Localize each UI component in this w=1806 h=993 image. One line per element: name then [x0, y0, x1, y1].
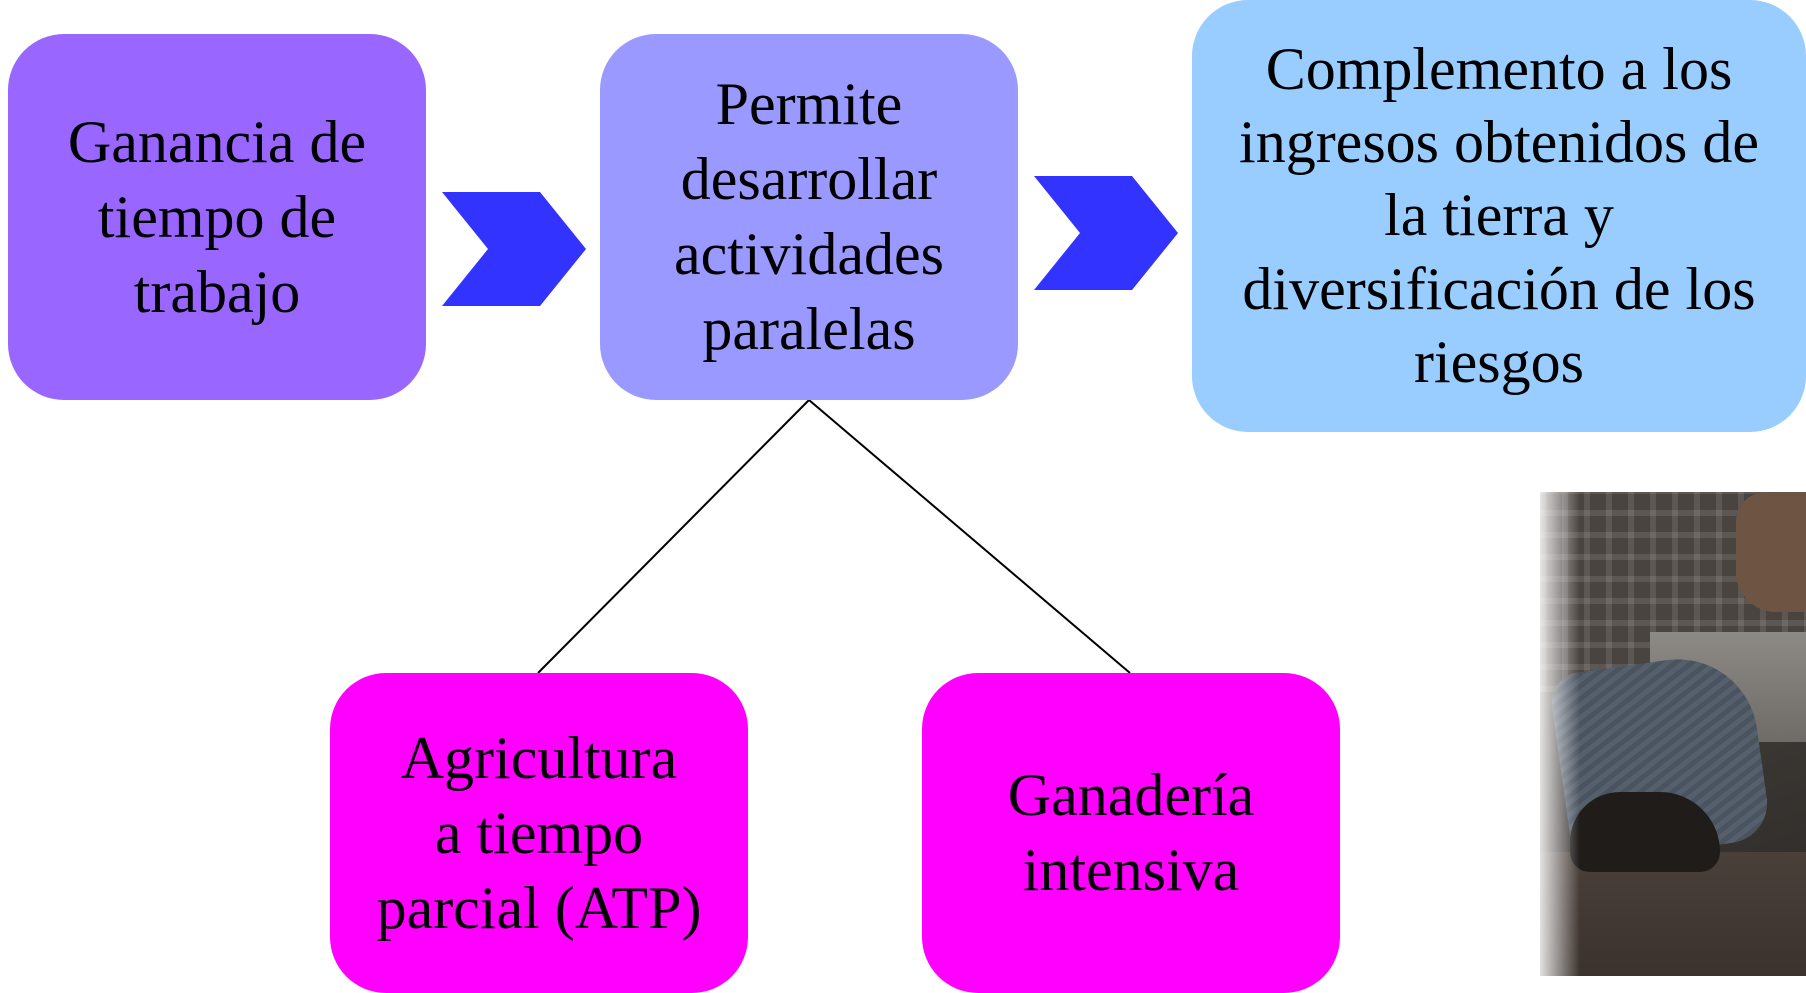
- box-permite-line: desarrollar: [680, 146, 938, 212]
- chevron-arrow-1-icon: [442, 192, 586, 306]
- box-ganaderia-line: intensiva: [1022, 837, 1240, 903]
- soil-ground: [1540, 852, 1806, 976]
- box-permite-text: Permite desarrollar actividades paralela…: [674, 67, 944, 367]
- box-agricultura-tiempo-parcial: Agricultura a tiempo parcial (ATP): [330, 673, 748, 993]
- box-ganancia-de-tiempo: Ganancia de tiempo de trabajo: [8, 34, 426, 400]
- box-complemento-line: la tierra y: [1384, 182, 1614, 249]
- box-permite-desarrollar: Permite desarrollar actividades paralela…: [600, 34, 1018, 400]
- box-ganaderia-intensiva: Ganadería intensiva: [922, 673, 1340, 993]
- connector-to-atp: [537, 399, 810, 674]
- box-ganancia-text: Ganancia de tiempo de trabajo: [68, 105, 366, 330]
- box-ganaderia-text: Ganadería intensiva: [1008, 758, 1255, 908]
- box-atp-line: a tiempo: [434, 799, 644, 866]
- photo-fade-edge: [1540, 492, 1580, 976]
- boot: [1570, 792, 1720, 872]
- farmer-kneeling-photo: [1540, 492, 1806, 976]
- box-atp-text: Agricultura a tiempo parcial (ATP): [377, 721, 702, 946]
- box-atp-line: parcial (ATP): [376, 874, 702, 941]
- box-complemento-line: ingresos obtenidos de: [1239, 109, 1759, 176]
- box-ganaderia-line: Ganadería: [1007, 762, 1255, 828]
- box-permite-line: Permite: [715, 71, 903, 137]
- box-permite-line: paralelas: [702, 296, 916, 362]
- box-complemento-line: riesgos: [1414, 328, 1584, 395]
- connector-to-ganaderia: [808, 399, 1131, 674]
- hand: [1736, 492, 1806, 612]
- box-atp-line: Agricultura: [400, 724, 678, 791]
- box-complemento-line: Complemento a los: [1265, 36, 1733, 103]
- box-permite-line: actividades: [674, 221, 944, 287]
- box-complemento-line: diversificación de los: [1242, 255, 1756, 322]
- box-complemento-ingresos: Complemento a los ingresos obtenidos de …: [1192, 0, 1806, 432]
- box-ganancia-line: trabajo: [133, 258, 301, 325]
- box-complemento-text: Complemento a los ingresos obtenidos de …: [1239, 33, 1759, 399]
- box-ganancia-line: tiempo de: [97, 183, 337, 250]
- chevron-arrow-2-icon: [1034, 176, 1178, 290]
- box-ganancia-line: Ganancia de: [67, 108, 367, 175]
